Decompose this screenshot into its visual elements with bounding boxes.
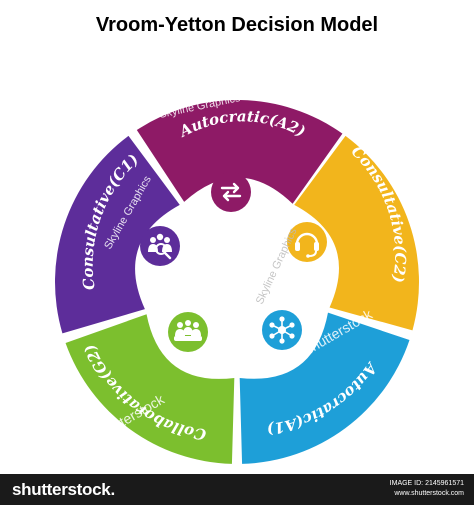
- footer-brand: shutterstock.: [12, 480, 115, 499]
- network-person-icon: [262, 310, 302, 350]
- segments-layer: [55, 99, 419, 464]
- footer-image-id: IMAGE ID: 2145961571 www.shutterstock.co…: [389, 480, 464, 497]
- segment-autocratic-a2: [136, 99, 343, 204]
- people-search-icon: [140, 226, 180, 266]
- segment-consultative-c1: [55, 135, 180, 334]
- footer-bar: shutterstock. IMAGE ID: 2145961571 www.s…: [0, 474, 474, 505]
- segment-collaborative-g2: [65, 314, 235, 464]
- arrows-exchange-icon: [211, 172, 251, 212]
- group-meeting-icon: [168, 312, 208, 352]
- segment-autocratic-a1: [239, 312, 410, 464]
- headset-icon: [287, 222, 327, 262]
- watermark-skyline-3: Skyline Graphics: [254, 226, 300, 306]
- decision-model-diagram: Autocratic(A2) Consultative(C2) Autocrat…: [55, 99, 419, 464]
- segment-consultative-c2: [294, 135, 419, 331]
- page-title: Vroom-Yetton Decision Model: [95, 14, 379, 36]
